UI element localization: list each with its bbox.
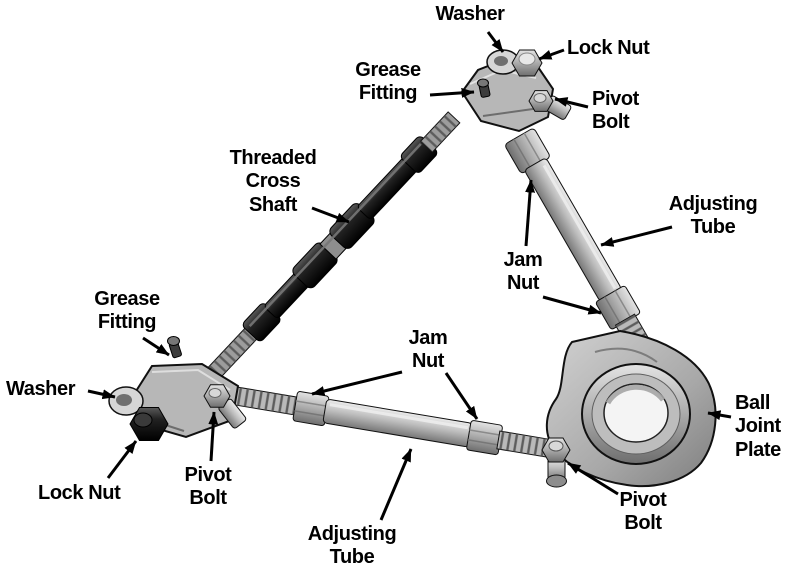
arrow-grease-fitting-left [142,336,170,357]
label-jam-nut-bottom: Jam Nut [408,327,448,373]
label-lock-nut-left: Lock Nut [38,482,121,504]
label-lock-nut-top: Lock Nut [567,37,650,59]
arrow-adjusting-tube-bottom [379,448,413,521]
label-adjusting-tube-bottom: Adjusting Tube [307,523,397,569]
pivot-bolt-bottom-part [541,437,571,488]
label-pivot-bolt-top: Pivot Bolt [592,88,639,134]
ball-joint-hole [603,383,669,443]
arrow-threaded-cross-shaft [311,206,350,224]
label-grease-fitting-left: Grease Fitting [94,288,160,334]
arrow-pivot-bolt-left [208,411,219,462]
label-pivot-bolt-bottom: Pivot Bolt [619,489,667,535]
label-jam-nut-right: Jam Nut [503,249,543,295]
arrow-grease-fitting-top [429,87,475,98]
arrow-jam-nut-bottom-left [311,370,403,396]
label-ball-joint-plate: Ball Joint Plate [735,392,781,461]
arrow-washer-left [87,389,116,400]
arrow-jam-nut-right-lower [542,295,602,315]
adjusting-tube-bottom-part [233,386,558,459]
label-grease-fitting-top: Grease Fitting [355,59,421,105]
arrow-pivot-bolt-bottom [567,461,619,496]
arrow-lock-nut-left [106,440,138,479]
label-washer-left: Washer [6,378,76,400]
label-pivot-bolt-left: Pivot Bolt [184,464,232,510]
ball-joint-plate-part [545,329,717,488]
callout-arrows [87,31,732,521]
label-threaded-cross-shaft: Threaded Cross Shaft [229,147,317,216]
arrow-pivot-bolt-top [554,97,589,109]
arrow-jam-nut-right-upper [524,179,536,247]
arrow-jam-nut-bottom-right [444,372,479,420]
threaded-cross-shaft-part [206,111,461,381]
label-adjusting-tube-right: Adjusting Tube [668,193,758,239]
arrow-ball-joint-plate [707,410,732,421]
jam-nut-bottom-right-part [466,420,503,456]
arrow-washer-top [486,31,505,53]
arrow-adjusting-tube-right [600,225,673,247]
arrow-lock-nut-top [538,48,565,61]
label-washer-top: Washer [435,3,505,25]
cross-shaft-top-joint [460,49,572,133]
